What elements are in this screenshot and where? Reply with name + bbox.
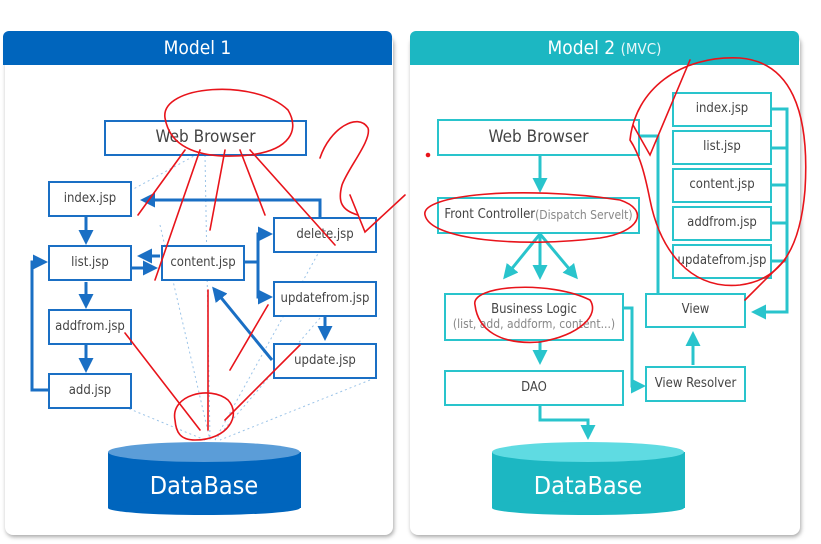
front-controller: Front Controller(Dispatch Servelt) xyxy=(437,197,640,234)
annotation-circle-front-controller xyxy=(424,191,639,243)
view-page-content: content.jsp xyxy=(672,168,772,203)
model1-list-jsp: list.jsp xyxy=(48,245,132,281)
model1-database: DataBase xyxy=(108,442,301,515)
annotation-check-1 xyxy=(319,120,370,216)
annotation-circle-db xyxy=(173,392,235,441)
updatefrom-jsp-label: updatefrom.jsp xyxy=(280,290,370,306)
model2-database: DataBase xyxy=(492,442,685,515)
model1-addfrom-jsp: addfrom.jsp xyxy=(48,309,132,345)
addfrom-jsp-label: addfrom.jsp xyxy=(55,318,125,334)
model2-title: Model 2 xyxy=(547,37,616,59)
view-page-label: updatefrom.jsp xyxy=(677,253,767,269)
add-jsp-label: add.jsp xyxy=(68,382,112,398)
model1-update-jsp: update.jsp xyxy=(273,343,377,379)
view-page-updatefrom: updatefrom.jsp xyxy=(672,244,772,279)
model1-content-jsp: content.jsp xyxy=(161,245,245,281)
model2-web-browser-label: Web Browser xyxy=(488,126,589,147)
model1-add-jsp: add.jsp xyxy=(48,373,132,409)
model1-header: Model 1 xyxy=(3,31,392,65)
model1-updatefrom-jsp: updatefrom.jsp xyxy=(273,281,377,317)
model1-title: Model 1 xyxy=(163,37,232,59)
view-page-addfrom: addfrom.jsp xyxy=(672,206,772,241)
annotation-circle-business-logic xyxy=(474,286,594,344)
view-page-label: index.jsp xyxy=(695,101,749,117)
model1-web-browser-label: Web Browser xyxy=(155,127,256,148)
view-resolver: View Resolver xyxy=(645,366,746,402)
model2-header: Model 2 (MVC) xyxy=(410,31,799,65)
view-page-index: index.jsp xyxy=(672,92,772,127)
annotation-lines-browser xyxy=(137,149,336,281)
view-page-list: list.jsp xyxy=(672,130,772,165)
index-jsp-label: index.jsp xyxy=(63,190,117,206)
dao: DAO xyxy=(444,370,624,406)
view-page-label: addfrom.jsp xyxy=(687,215,757,231)
list-jsp-label: list.jsp xyxy=(71,254,109,270)
model2-title-suffix: (MVC) xyxy=(620,40,662,58)
content-jsp-label: content.jsp xyxy=(170,254,236,270)
annotation-circle-web-browser xyxy=(164,88,294,157)
model2-arrows xyxy=(503,107,789,440)
update-jsp-label: update.jsp xyxy=(294,352,356,368)
business-logic-label: Business Logic xyxy=(491,301,577,317)
view-page-label: list.jsp xyxy=(703,139,741,155)
model1-index-jsp: index.jsp xyxy=(48,181,132,217)
business-logic: Business Logic (list, add, addform, cont… xyxy=(444,293,624,341)
annotation-view-stroke xyxy=(744,259,786,301)
model1-database-label: DataBase xyxy=(150,471,258,500)
model2-web-browser: Web Browser xyxy=(437,119,640,156)
front-controller-label: Front Controller xyxy=(444,207,536,223)
model2-database-label: DataBase xyxy=(534,471,642,500)
annotation-lines-to-db xyxy=(124,289,301,431)
annotation-dot xyxy=(425,152,431,158)
annotation-circle-views xyxy=(629,57,807,287)
view-label: View xyxy=(681,302,710,318)
model1-web-browser: Web Browser xyxy=(104,120,307,156)
annotation-check-views xyxy=(632,59,691,157)
view-page-label: content.jsp xyxy=(689,177,755,193)
front-controller-sublabel: (Dispatch Servelt) xyxy=(535,207,633,222)
annotation-check-2 xyxy=(349,194,406,234)
business-logic-sublabel: (list, add, addform, content...) xyxy=(452,316,616,331)
dao-label: DAO xyxy=(521,379,547,395)
view-resolver-label: View Resolver xyxy=(654,375,737,391)
view: View xyxy=(645,293,746,328)
